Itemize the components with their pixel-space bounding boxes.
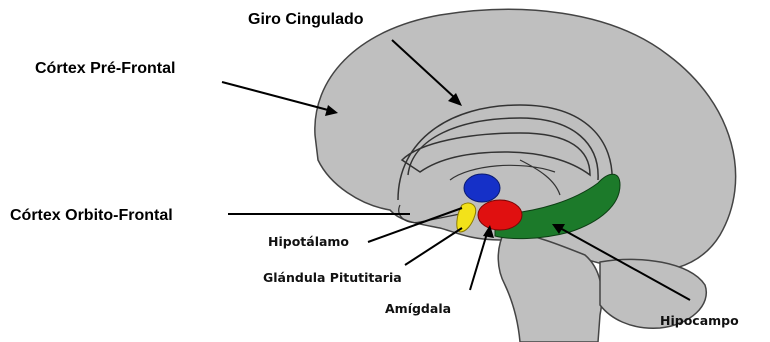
label-hipotalamo: Hipotálamo <box>268 234 349 249</box>
pointer-glandula <box>405 228 462 265</box>
hipotalamo-region <box>464 174 500 202</box>
label-cortex-pre-frontal: Córtex Pré-Frontal <box>35 60 175 77</box>
label-cortex-orbito-frontal: Córtex Orbito-Frontal <box>10 207 173 224</box>
pointer-cortex-pre-frontal <box>222 82 328 110</box>
label-amigdala: Amígdala <box>385 301 451 316</box>
label-glandula-pitutitaria: Glándula Pitutitaria <box>263 270 402 285</box>
label-giro-cingulado: Giro Cingulado <box>248 11 364 28</box>
amigdala-region <box>478 200 522 230</box>
label-hipocampo: Hipocampo <box>660 313 739 328</box>
